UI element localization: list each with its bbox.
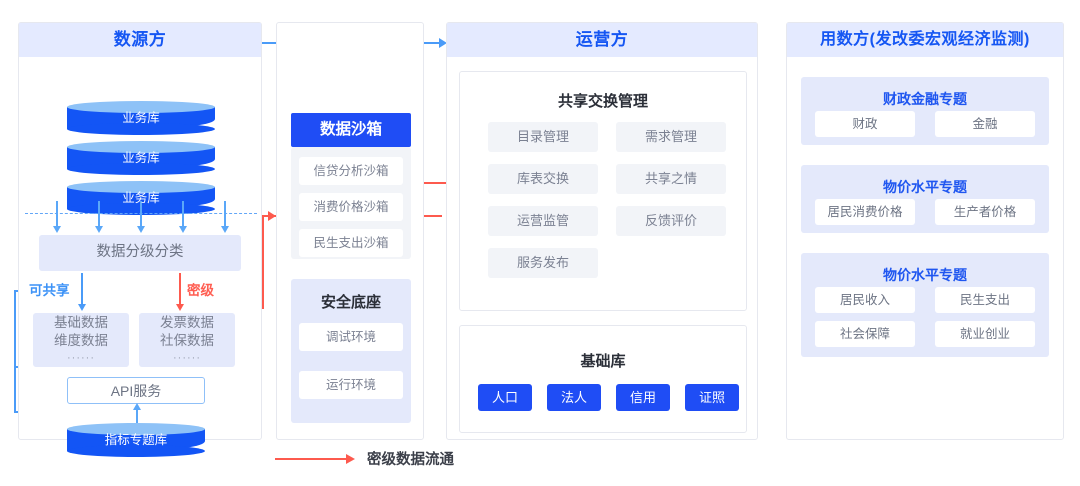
flow-arrow-down-3 [137, 201, 144, 233]
security-item-debug[interactable]: 调试环境 [299, 323, 403, 351]
base-library-tag-credit[interactable]: 信用 [616, 384, 670, 411]
label-classified: 密级 [187, 283, 214, 298]
cylinder-top [67, 181, 215, 193]
api-service-box[interactable]: API服务 [67, 377, 205, 404]
api-service-label: API服务 [110, 382, 162, 399]
classified-line-2: 社保数据 [160, 333, 214, 349]
flow-arrow-down-5 [221, 201, 228, 233]
sandbox-item-price[interactable]: 消费价格沙箱 [299, 193, 403, 221]
topic-group-price-level-2: 物价水平专题 居民收入 民生支出 社会保障 就业创业 [801, 253, 1049, 357]
legend-arrow-icon [275, 453, 355, 464]
flow-arrow-classified [176, 273, 184, 311]
base-library-tag-license[interactable]: 证照 [685, 384, 739, 411]
classified-ellipsis: ······ [173, 352, 201, 365]
base-library-title: 基础库 [580, 353, 626, 370]
classified-line-1: 发票数据 [160, 314, 214, 330]
shareable-line-1: 基础数据 [54, 314, 108, 330]
panel-data-sandbox: 数据沙箱 信贷分析沙箱 消费价格沙箱 民生支出沙箱 安全底座 调试环境 运行环境 [276, 22, 424, 440]
data-classification-box[interactable]: 数据分级分类 [39, 235, 241, 271]
base-library-box: 基础库 人口 法人 信用 证照 [459, 325, 747, 433]
sandbox-title: 数据沙箱 [291, 113, 411, 147]
data-classification-label: 数据分级分类 [96, 244, 184, 261]
panel-title-operator: 运营方 [447, 23, 757, 57]
flow-arrow-up-indicator [133, 403, 140, 431]
indicator-database-label: 指标专题库 [104, 433, 168, 447]
panel-data-consumer: 用数方(发改委宏观经济监测) 财政金融专题 财政 金融 物价水平专题 居民消费价… [786, 22, 1064, 440]
panel-title-data-source: 数源方 [19, 23, 261, 57]
connector-red-sandbox-out [414, 215, 442, 217]
topic-item-cpi[interactable]: 居民消费价格 [815, 199, 915, 225]
topic-item-employment[interactable]: 就业创业 [935, 321, 1035, 347]
panel-operator: 运营方 共享交换管理 目录管理 库表交换 运营监管 服务发布 需求管理 共享之情… [446, 22, 758, 440]
sandbox-item-credit[interactable]: 信贷分析沙箱 [299, 157, 403, 185]
exchange-item-sharing[interactable]: 共享之情 [616, 164, 726, 194]
base-library-tag-population[interactable]: 人口 [478, 384, 532, 411]
panel-body-data-source: 业务库 业务库 业务库 数据分级分类 可共享 密级 [19, 57, 261, 457]
legend-label: 密级数据流通 [367, 452, 454, 468]
exchange-item-catalog[interactable]: 目录管理 [488, 122, 598, 152]
shareable-data-box[interactable]: 基础数据 维度数据 ······ [33, 313, 129, 367]
cylinder-body [67, 429, 205, 457]
topic-item-livelihood[interactable]: 民生支出 [935, 287, 1035, 313]
topic-title-price-level-2: 物价水平专题 [883, 267, 967, 283]
sandbox-item-livelihood[interactable]: 民生支出沙箱 [299, 229, 403, 257]
security-base-group: 安全底座 调试环境 运行环境 [291, 279, 411, 423]
database-cylinder-1[interactable]: 业务库 [67, 101, 215, 135]
topic-item-income[interactable]: 居民收入 [815, 287, 915, 313]
panel-body-operator: 共享交换管理 目录管理 库表交换 运营监管 服务发布 需求管理 共享之情 反馈评… [447, 57, 757, 439]
database-cylinder-2[interactable]: 业务库 [67, 141, 215, 175]
topic-item-fiscal[interactable]: 财政 [815, 111, 915, 137]
connector-blue-left-riser [14, 290, 16, 412]
exchange-item-demand[interactable]: 需求管理 [616, 122, 726, 152]
topic-group-fiscal-finance: 财政金融专题 财政 金融 [801, 77, 1049, 145]
legend: 密级数据流通 [275, 448, 454, 469]
shareable-line-2: 维度数据 [54, 333, 108, 349]
base-library-tag-legal[interactable]: 法人 [547, 384, 601, 411]
exchange-item-feedback[interactable]: 反馈评价 [616, 206, 726, 236]
topic-title-price-level-1: 物价水平专题 [883, 179, 967, 195]
sandbox-item-group: 信贷分析沙箱 消费价格沙箱 民生支出沙箱 [291, 147, 411, 259]
exchange-item-supervision[interactable]: 运营监管 [488, 206, 598, 236]
security-item-runtime[interactable]: 运行环境 [299, 371, 403, 399]
shareable-ellipsis: ······ [67, 352, 95, 365]
database-label: 业务库 [122, 151, 160, 165]
database-cylinder-3[interactable]: 业务库 [67, 181, 215, 215]
database-label: 业务库 [122, 191, 160, 205]
topic-group-price-level-1: 物价水平专题 居民消费价格 生产者价格 [801, 165, 1049, 233]
label-shareable: 可共享 [29, 283, 70, 298]
flow-arrow-shareable [78, 273, 86, 311]
cylinder-top [67, 423, 205, 435]
connector-red-secret-riser [262, 215, 264, 309]
panel-title-data-consumer: 用数方(发改委宏观经济监测) [787, 23, 1063, 57]
exchange-item-publish[interactable]: 服务发布 [488, 248, 598, 278]
cylinder-body [67, 147, 215, 175]
topic-title-fiscal-finance: 财政金融专题 [883, 91, 967, 107]
indicator-database-cylinder[interactable]: 指标专题库 [67, 423, 205, 457]
classified-data-box[interactable]: 发票数据 社保数据 ······ [139, 313, 235, 367]
panel-data-source: 数源方 业务库 业务库 业务库 [18, 22, 262, 457]
database-label: 业务库 [122, 111, 160, 125]
flow-arrow-down-4 [179, 201, 186, 233]
panel-body-data-consumer: 财政金融专题 财政 金融 物价水平专题 居民消费价格 生产者价格 物价水平专题 … [787, 57, 1063, 439]
topic-item-finance[interactable]: 金融 [935, 111, 1035, 137]
cylinder-top [67, 101, 215, 113]
exchange-item-table[interactable]: 库表交换 [488, 164, 598, 194]
security-base-title: 安全底座 [320, 294, 381, 311]
exchange-management-box: 共享交换管理 目录管理 库表交换 运营监管 服务发布 需求管理 共享之情 反馈评… [459, 71, 747, 311]
flow-arrow-down-2 [95, 201, 102, 233]
cylinder-body [67, 107, 215, 135]
cylinder-top [67, 141, 215, 153]
topic-item-ppi[interactable]: 生产者价格 [935, 199, 1035, 225]
exchange-management-title: 共享交换管理 [557, 93, 648, 110]
topic-item-social-security[interactable]: 社会保障 [815, 321, 915, 347]
flow-arrow-down-1 [53, 201, 60, 233]
